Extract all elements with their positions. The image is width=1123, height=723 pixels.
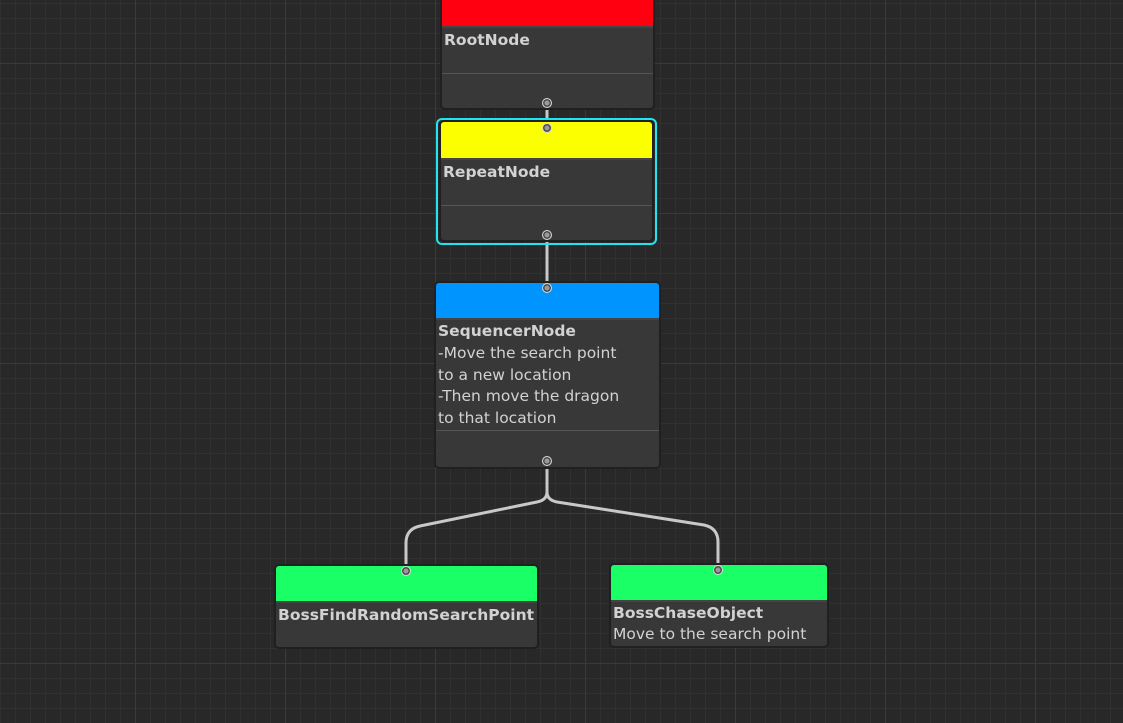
output-port[interactable]	[542, 456, 552, 466]
edge-sequencer-find	[404, 464, 549, 568]
input-port[interactable]	[542, 123, 552, 133]
node-description: Move to the search point	[613, 625, 807, 643]
divider	[441, 205, 652, 206]
edge-sequencer-chase	[545, 464, 720, 567]
node-title: BossChaseObject	[613, 604, 764, 622]
node-header	[442, 0, 653, 28]
selection-outline	[436, 118, 657, 245]
node-repeat[interactable]: RepeatNode	[439, 120, 654, 242]
node-boss-find-random-search-point[interactable]: BossFindRandomSearchPoint	[274, 564, 539, 649]
output-port[interactable]	[542, 230, 552, 240]
node-title: BossFindRandomSearchPoint	[278, 606, 535, 624]
input-port[interactable]	[542, 283, 552, 293]
node-root[interactable]: RootNode	[440, 0, 655, 110]
divider	[442, 73, 653, 74]
node-boss-chase-object[interactable]: BossChaseObject Move to the search point	[609, 563, 829, 648]
node-title: RepeatNode	[443, 163, 551, 181]
input-port[interactable]	[713, 565, 723, 575]
node-sequencer[interactable]: SequencerNode -Move the search point to …	[434, 281, 661, 469]
output-port[interactable]	[542, 98, 552, 108]
node-title: SequencerNode	[438, 322, 576, 340]
input-port[interactable]	[401, 566, 411, 576]
node-title: RootNode	[444, 31, 530, 49]
node-description: -Move the search point to a new location…	[438, 344, 620, 428]
divider	[436, 430, 659, 431]
